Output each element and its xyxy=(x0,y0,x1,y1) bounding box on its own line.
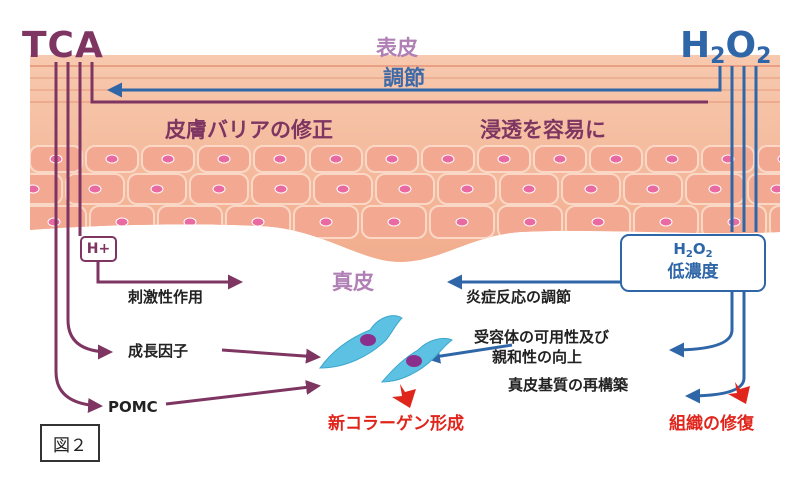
skin-cell-nucleus xyxy=(584,184,598,194)
skin-cell-nucleus xyxy=(47,217,61,227)
h2o2-h: H xyxy=(680,25,711,66)
skin-cell-nucleus xyxy=(336,184,350,194)
skin-cell-nucleus xyxy=(659,217,673,227)
fibroblast-cell-icon xyxy=(319,315,403,369)
skin-cell-nucleus xyxy=(553,154,567,164)
skin-cell-nucleus xyxy=(523,217,537,227)
skin-cell-nucleus xyxy=(30,184,40,194)
h2o2-title: H2O2 xyxy=(680,28,771,68)
pomc-label: POMC xyxy=(108,398,158,416)
skin-cell-nucleus xyxy=(497,154,511,164)
red-down-arrow-icon xyxy=(392,384,416,408)
skin-cell-nucleus xyxy=(609,154,623,164)
figure-label: 図２ xyxy=(40,424,100,462)
skin-cell-nucleus xyxy=(161,154,175,164)
h2o2-sub-2: 2 xyxy=(756,44,772,69)
tca-lines xyxy=(54,62,708,413)
fibroblast-cell-icon xyxy=(380,337,454,383)
skin-cell-nucleus xyxy=(150,184,164,194)
tca-title: TCA xyxy=(22,25,104,66)
dermis-label: 真皮 xyxy=(332,270,374,294)
low-box-sub-2: 2 xyxy=(705,249,713,260)
skin-cell-nucleus xyxy=(329,154,343,164)
low-box-h: H xyxy=(673,240,686,258)
skin-cell xyxy=(747,173,780,205)
red-down-arrow-icon xyxy=(728,382,750,404)
skin-cell-nucleus xyxy=(727,217,741,227)
h-plus-box: H+ xyxy=(80,236,117,262)
skin-cell-nucleus xyxy=(212,184,226,194)
matrix-label: 真皮基質の再構築 xyxy=(508,376,629,394)
skin-cell-nucleus xyxy=(522,184,536,194)
skin-cell xyxy=(757,145,780,173)
skin-cell-nucleus xyxy=(646,184,660,194)
low-concentration-box: H2O2 低濃度 xyxy=(620,234,766,292)
regulation-label: 調節 xyxy=(383,66,425,90)
low-box-o: O xyxy=(692,240,706,258)
low-box-sub-1: 2 xyxy=(685,249,693,260)
skin-cell-nucleus xyxy=(398,184,412,194)
skin-cell-nucleus xyxy=(455,217,469,227)
skin-cell-nucleus xyxy=(708,184,722,194)
skin-cell-nucleus xyxy=(665,154,679,164)
skin-cell-nucleus xyxy=(217,154,231,164)
h2o2-o: O xyxy=(725,25,757,66)
tissue-repair-label: 組織の修復 xyxy=(669,414,754,434)
skin-cell-nucleus xyxy=(387,217,401,227)
skin-cell-nucleus xyxy=(183,217,197,227)
epidermis-label: 表皮 xyxy=(376,36,418,60)
stimulation-label: 刺激性作用 xyxy=(128,288,204,306)
receptor-label-line1: 受容体の可用性及び xyxy=(474,328,610,346)
barrier-fix-label: 皮膚バリアの修正 xyxy=(165,118,333,142)
permeation-label: 浸透を容易に xyxy=(480,118,606,142)
skin-cells xyxy=(30,145,780,239)
skin-cell-nucleus xyxy=(105,154,119,164)
skin-cell-nucleus xyxy=(770,184,780,194)
skin-cell-nucleus xyxy=(777,154,780,164)
growth-factor-label: 成長因子 xyxy=(128,342,189,360)
skin-cell xyxy=(769,205,780,239)
skin-cell-nucleus xyxy=(591,217,605,227)
skin-cell-nucleus xyxy=(274,184,288,194)
h2o2-sub-1: 2 xyxy=(710,44,726,69)
skin-cell-nucleus xyxy=(319,217,333,227)
low-box-h2o2: H2O2 xyxy=(622,242,764,260)
new-collagen-label: 新コラーゲン形成 xyxy=(328,414,464,434)
skin-cell-nucleus xyxy=(273,154,287,164)
receptor-label-line2: 親和性の向上 xyxy=(492,348,583,366)
skin-cell-nucleus xyxy=(115,217,129,227)
low-concentration-label: 低濃度 xyxy=(667,262,719,282)
skin-cell-nucleus xyxy=(441,154,455,164)
skin-cell-nucleus xyxy=(88,184,102,194)
skin-cell-nucleus xyxy=(385,154,399,164)
skin-cell-nucleus xyxy=(460,184,474,194)
inflammation-label: 炎症反応の調節 xyxy=(466,288,572,306)
skin-cell-nucleus xyxy=(251,217,265,227)
